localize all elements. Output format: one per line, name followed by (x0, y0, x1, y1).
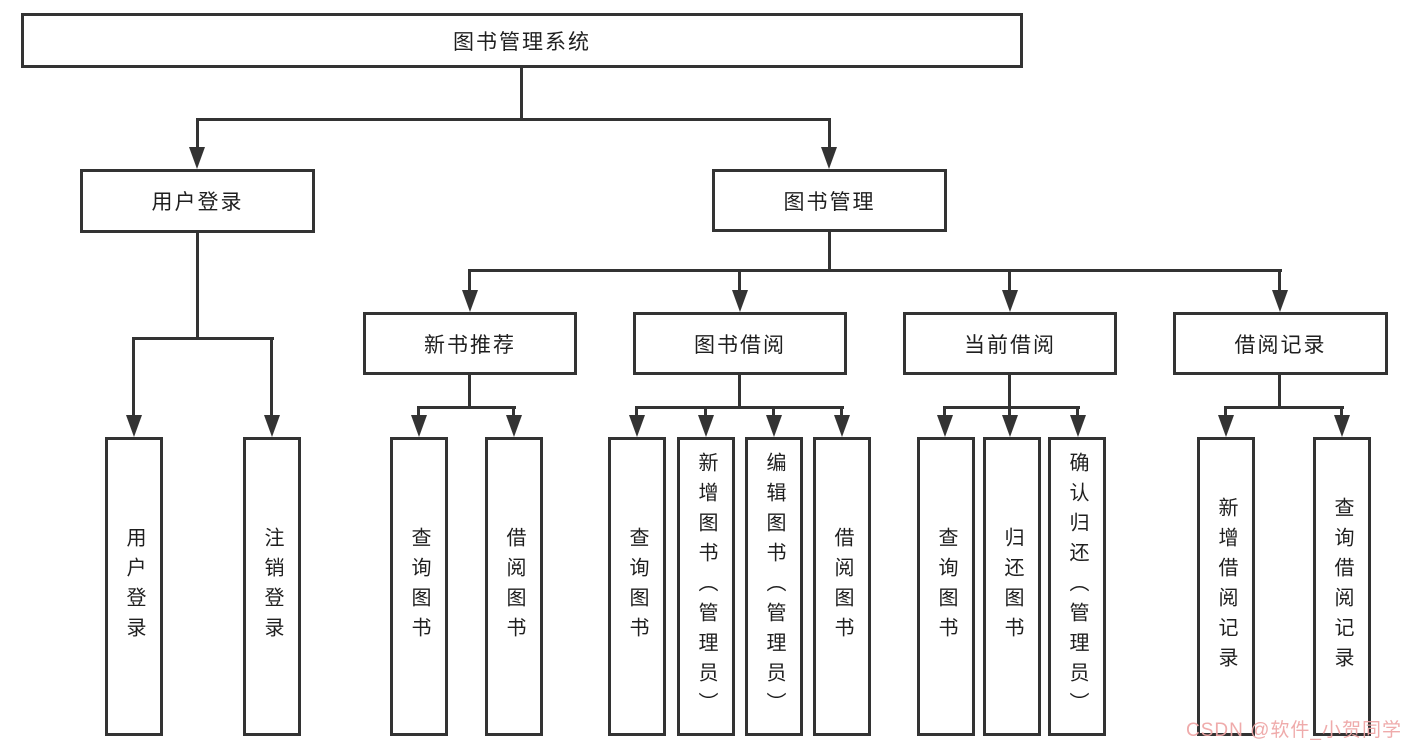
connector-line (520, 68, 523, 118)
node-label: 用户登录 (151, 191, 244, 214)
leaf-add-book-admin: 新增图书（管理员） (677, 437, 735, 736)
node-label: 图书管理 (783, 190, 876, 214)
node-label: 借阅记录 (1234, 333, 1327, 357)
arrowhead-down-icon (732, 290, 748, 312)
connector-line (1008, 375, 1011, 406)
node-library-management-system: 图书管理系统 (21, 13, 1023, 68)
leaf-edit-book-admin: 编辑图书（管理员） (745, 437, 803, 736)
arrowhead-down-icon (1002, 290, 1018, 312)
node-user-login: 用户登录 (80, 169, 315, 233)
leaf-label: 查询图书 (408, 526, 430, 647)
arrowhead-down-icon (1272, 290, 1288, 312)
leaf-label: 归还图书 (1001, 526, 1023, 647)
connector-line (738, 269, 741, 292)
connector-line (132, 337, 274, 340)
connector-line (840, 406, 843, 417)
leaf-label: 查询图书 (626, 526, 648, 647)
connector-line (417, 406, 420, 417)
connector-line (1278, 375, 1281, 406)
leaf-label: 查询图书 (935, 526, 957, 647)
leaf-label: 借阅图书 (831, 526, 853, 647)
leaf-borrow-books-borrowing: 借阅图书 (813, 437, 871, 736)
connector-line (1008, 406, 1011, 417)
leaf-user-login: 用户登录 (105, 437, 163, 736)
connector-line (738, 375, 741, 406)
node-label: 图书借阅 (694, 333, 786, 357)
leaf-label: 用户登录 (123, 526, 145, 647)
arrowhead-down-icon (1070, 415, 1086, 437)
leaf-label: 借阅图书 (503, 526, 525, 647)
connector-line (772, 406, 775, 417)
connector-line (512, 406, 515, 417)
connector-line (1340, 406, 1343, 417)
node-label: 新书推荐 (424, 333, 516, 357)
connector-line (196, 118, 199, 149)
arrowhead-down-icon (189, 147, 205, 169)
connector-line (704, 406, 707, 417)
leaf-confirm-return-admin: 确认归还（管理员） (1048, 437, 1106, 736)
leaf-label: 新增借阅记录 (1215, 496, 1237, 677)
connector-line (828, 232, 831, 269)
node-label: 当前借阅 (964, 333, 1056, 357)
leaf-label: 编辑图书（管理员） (763, 451, 785, 722)
node-book-management: 图书管理 (712, 169, 947, 232)
connector-line (943, 406, 1080, 409)
connector-line (196, 233, 199, 337)
csdn-watermark: CSDN @软件_小贺同学 (1186, 720, 1402, 741)
arrowhead-down-icon (126, 415, 142, 437)
connector-line (468, 269, 471, 292)
connector-line (943, 406, 946, 417)
leaf-query-borrow-record: 查询借阅记录 (1313, 437, 1371, 736)
connector-line (1224, 406, 1344, 409)
arrowhead-down-icon (1002, 415, 1018, 437)
connector-line (828, 118, 831, 149)
arrowhead-down-icon (1334, 415, 1350, 437)
connector-line (635, 406, 638, 417)
leaf-query-books-current: 查询图书 (917, 437, 975, 736)
arrowhead-down-icon (821, 147, 837, 169)
arrowhead-down-icon (629, 415, 645, 437)
leaf-label: 注销登录 (261, 526, 283, 647)
connector-line (1008, 269, 1011, 292)
connector-line (635, 406, 844, 409)
arrowhead-down-icon (834, 415, 850, 437)
connector-line (417, 406, 516, 409)
node-borrowing-records: 借阅记录 (1173, 312, 1388, 375)
leaf-query-books-borrowing: 查询图书 (608, 437, 666, 736)
leaf-label: 确认归还（管理员） (1066, 451, 1088, 722)
connector-line (468, 269, 1282, 272)
arrowhead-down-icon (766, 415, 782, 437)
node-label: 图书管理系统 (453, 30, 591, 54)
leaf-label: 新增图书（管理员） (695, 451, 717, 722)
node-new-book-recommendation: 新书推荐 (363, 312, 577, 375)
leaf-borrow-books-recommend: 借阅图书 (485, 437, 543, 736)
arrowhead-down-icon (411, 415, 427, 437)
node-current-borrowing: 当前借阅 (903, 312, 1117, 375)
connector-line (270, 337, 273, 417)
connector-line (1224, 406, 1227, 417)
arrowhead-down-icon (937, 415, 953, 437)
connector-line (196, 118, 831, 121)
arrowhead-down-icon (698, 415, 714, 437)
leaf-return-books: 归还图书 (983, 437, 1041, 736)
leaf-logout: 注销登录 (243, 437, 301, 736)
connector-line (1076, 406, 1079, 417)
connector-line (1278, 269, 1281, 292)
leaf-add-borrow-record: 新增借阅记录 (1197, 437, 1255, 736)
arrowhead-down-icon (1218, 415, 1234, 437)
arrowhead-down-icon (462, 290, 478, 312)
leaf-query-books-recommend: 查询图书 (390, 437, 448, 736)
arrowhead-down-icon (264, 415, 280, 437)
leaf-label: 查询借阅记录 (1331, 496, 1353, 677)
connector-line (132, 337, 135, 417)
node-book-borrowing: 图书借阅 (633, 312, 847, 375)
arrowhead-down-icon (506, 415, 522, 437)
connector-line (468, 375, 471, 406)
